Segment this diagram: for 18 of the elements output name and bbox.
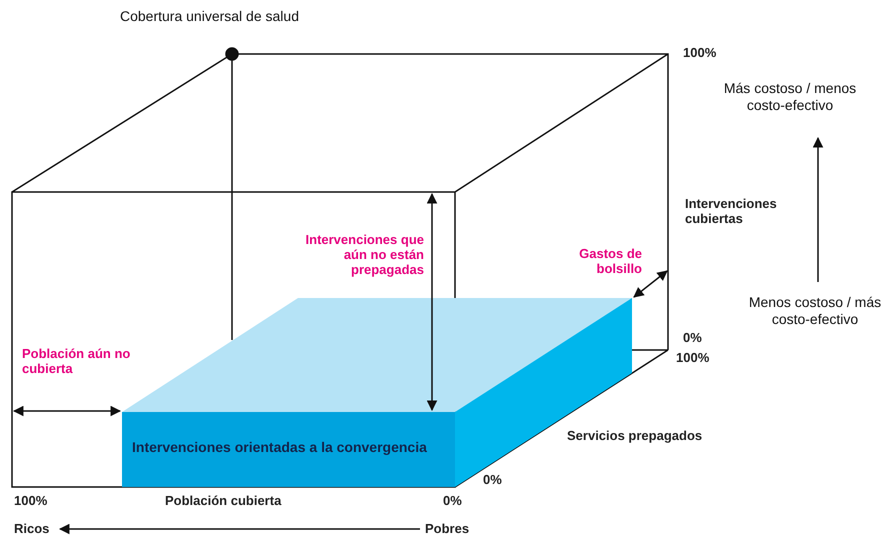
measure-label: Población aún no cubierta	[22, 346, 132, 376]
front-face-panel: Intervenciones orientadas a la convergencia	[122, 412, 455, 487]
axis-value: 0%	[683, 330, 703, 345]
axis-value: 100%	[14, 493, 48, 508]
heading-text: Cobertura universal de salud	[120, 8, 300, 25]
measure-label: Intervenciones que aún no están prepagadas	[304, 232, 424, 277]
axis-value: 0%	[483, 472, 503, 487]
axis-value: 0%	[443, 493, 463, 508]
axis-note: Más costoso / menos costo-efectivo	[722, 80, 858, 114]
axis-title: Intervenciones cubiertas	[685, 196, 778, 226]
axis-value: 100%	[676, 350, 710, 365]
measure-label: Gastos de bolsillo	[578, 246, 642, 276]
axis-title: Servicios prepagados	[567, 428, 704, 443]
axis-note: Menos costoso / más costo-efectivo	[748, 294, 882, 328]
axis-end-label: Pobres	[425, 521, 470, 536]
axis-title: Población cubierta	[165, 493, 282, 508]
axis-value: 100%	[683, 45, 718, 60]
axis-end-label: Ricos	[14, 521, 50, 536]
